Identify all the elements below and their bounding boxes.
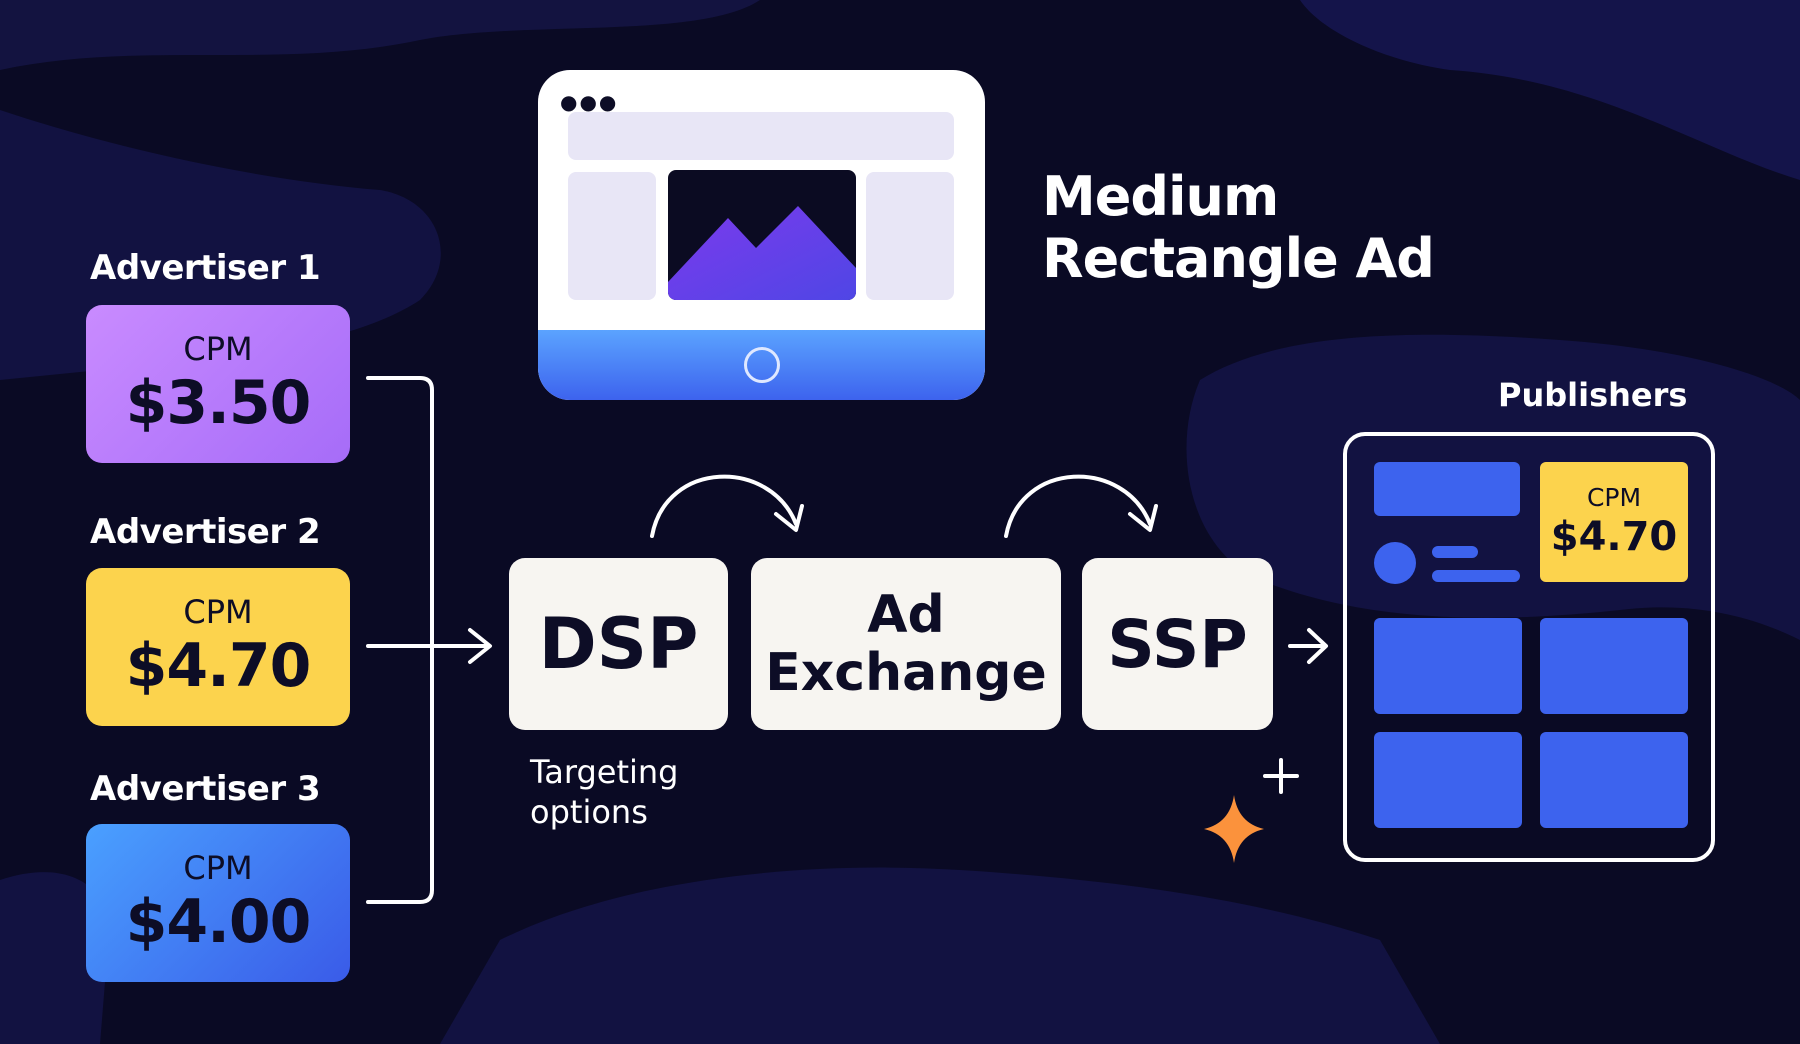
cpm-value: $4.00: [125, 887, 312, 957]
address-bar: [568, 112, 954, 160]
ad-format-title: Medium Rectangle Ad: [1042, 165, 1435, 290]
publishers-label: Publishers: [1498, 376, 1688, 414]
advertiser-1-label: Advertiser 1: [90, 248, 321, 288]
browser-bottom-bar: [538, 330, 985, 400]
ssp-label: SSP: [1107, 605, 1248, 683]
ad-format-title-line1: Medium: [1042, 165, 1279, 228]
targeting-line2: options: [530, 793, 648, 831]
publisher-text-line: [1432, 546, 1478, 558]
publisher-content-tile: [1374, 618, 1522, 714]
ad-exchange-label-line1: Ad: [867, 585, 945, 645]
content-column-left: [568, 172, 656, 300]
targeting-line1: Targeting: [530, 753, 679, 791]
publisher-text-line: [1432, 570, 1520, 582]
content-column-right: [866, 172, 954, 300]
ssp-box: SSP: [1082, 558, 1273, 730]
publisher-content-tile: [1540, 732, 1688, 828]
cpm-value: $3.50: [125, 368, 312, 438]
dsp-label: DSP: [538, 603, 699, 685]
publisher-cpm-card: CPM $4.70: [1540, 462, 1688, 582]
cpm-value: $4.70: [125, 631, 312, 701]
cpm-label: CPM: [183, 849, 253, 887]
publisher-page-frame: [1343, 432, 1715, 862]
home-button-icon: [743, 347, 780, 383]
publisher-avatar-icon: [1374, 542, 1416, 584]
publisher-header-block: [1374, 462, 1520, 516]
publisher-content-tile: [1540, 618, 1688, 714]
advertiser-2-label: Advertiser 2: [90, 512, 321, 552]
advertiser-3-cpm-card: CPM $4.00: [86, 824, 350, 982]
browser-mockup: ●●●: [538, 70, 985, 400]
ad-format-title-line2: Rectangle Ad: [1042, 227, 1435, 290]
advertiser-2-cpm-card: CPM $4.70: [86, 568, 350, 726]
cpm-value: $4.70: [1550, 514, 1678, 560]
window-dots-icon: ●●●: [560, 90, 619, 114]
publisher-content-tile: [1374, 732, 1522, 828]
cpm-label: CPM: [183, 593, 253, 631]
targeting-options-caption: Targeting options: [530, 752, 678, 832]
ad-image-slot: [668, 170, 856, 300]
mountain-image-icon: [668, 206, 856, 300]
ad-exchange-label-line2: Exchange: [765, 643, 1047, 703]
advertiser-1-cpm-card: CPM $3.50: [86, 305, 350, 463]
advertiser-3-label: Advertiser 3: [90, 769, 321, 809]
cpm-label: CPM: [1586, 483, 1642, 512]
dsp-box: DSP: [509, 558, 728, 730]
cpm-label: CPM: [183, 330, 253, 368]
ad-exchange-box: Ad Exchange: [751, 558, 1061, 730]
